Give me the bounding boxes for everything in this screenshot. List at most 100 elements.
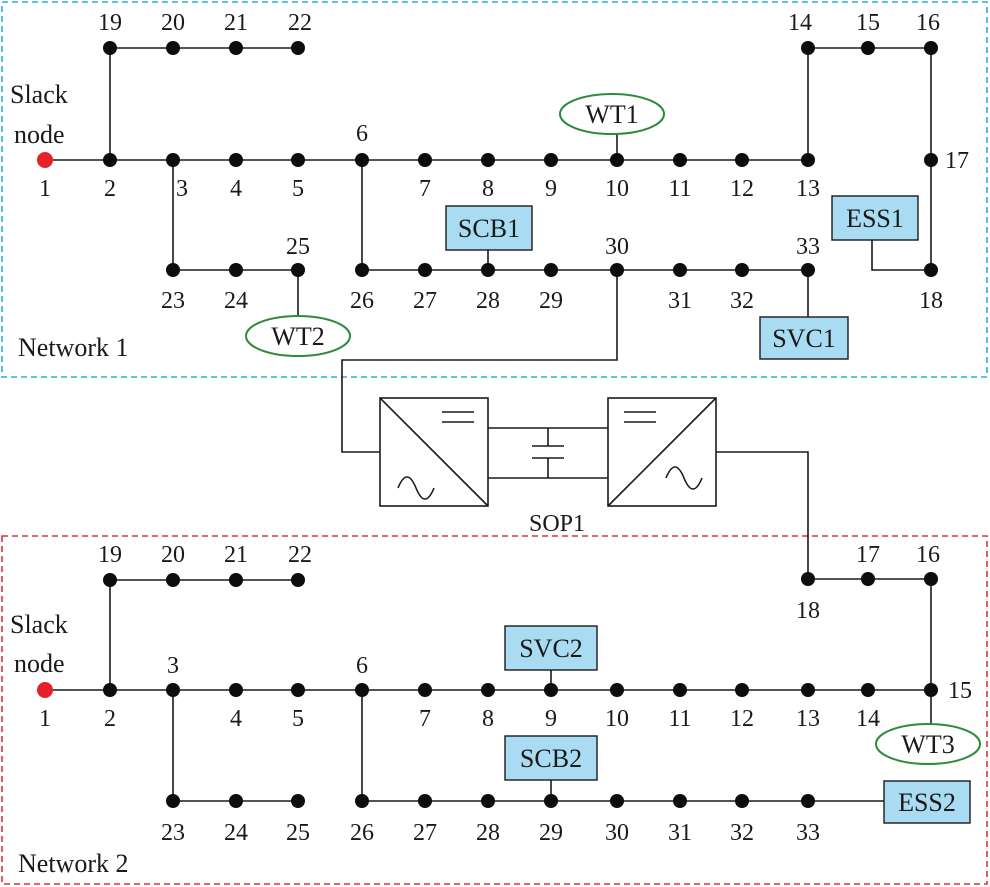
network2-node-label-8: 8 [482,706,494,732]
network2-node-label-15: 15 [948,678,972,704]
network2-node-label-24: 24 [224,820,248,846]
network2-node-18 [801,572,815,586]
network1-node-33 [801,263,815,277]
network1-node-label-22: 22 [288,10,312,36]
network1-node-28 [481,263,495,277]
network1-node-label-5: 5 [292,176,304,202]
network1-node-label-19: 19 [98,10,122,36]
network1-node-label-6: 6 [356,121,368,147]
network1-node-18 [924,263,938,277]
network1-node-label-28: 28 [476,288,500,314]
network1-node-label-16: 16 [916,10,940,36]
network2-node-label-25: 25 [286,820,310,846]
network2-node-label-22: 22 [288,542,312,568]
network2-node-32 [735,794,749,808]
svc1-label: SVC1 [772,324,836,353]
network1-node-4 [229,153,243,167]
network1-node-label-11: 11 [668,176,691,202]
network2-node-13 [801,683,815,697]
network2-node-25 [291,794,305,808]
wt3-ellipse [875,723,981,765]
network2-node-20 [166,573,180,587]
scb2-box [504,735,598,781]
network1-node-label-31: 31 [668,288,692,314]
network1-node-13 [801,153,815,167]
network2-node-5 [291,683,305,697]
network1-node-label-14: 14 [788,10,812,36]
network2-node-label-19: 19 [98,542,122,568]
network2-node-11 [673,683,687,697]
network2-node-label-20: 20 [161,542,185,568]
network2-node-label-33: 33 [796,820,820,846]
network1-node-14 [801,41,815,55]
network2-node-6 [355,683,369,697]
network1-node-label-25: 25 [286,234,310,260]
network2-node-label-16: 16 [916,542,940,568]
network1-node-9 [544,153,558,167]
sop1-converter: SOP1 [379,397,717,537]
network2-node-24 [229,794,243,808]
network1-node-label-7: 7 [419,176,431,202]
network2-label: Network 2 [18,849,128,878]
network1-node-21 [229,41,243,55]
network2-node-16 [924,572,938,586]
network1-node-label-32: 32 [730,288,754,314]
network1-node-label-13: 13 [796,176,820,202]
network2-slack-label-line1: Slack [10,610,68,639]
ess2-label: ESS2 [898,788,956,817]
network1-node-label-18: 18 [919,288,943,314]
network2-node-33 [801,794,815,808]
network1-node-15 [861,41,875,55]
network2-node-label-2: 2 [104,706,116,732]
ess1-label: ESS1 [846,204,904,233]
network2-node-label-1: 1 [39,706,51,732]
network1-node-2 [103,153,117,167]
svc1-box [759,316,849,360]
network2-node-label-7: 7 [419,706,431,732]
network1-slack-label-line1: Slack [10,80,68,109]
network2-node-label-10: 10 [605,706,629,732]
network2-node-8 [481,683,495,697]
network2-node-27 [418,794,432,808]
network2-node-label-26: 26 [350,820,374,846]
network1-node-8 [481,153,495,167]
network1-node-3 [166,153,180,167]
network2-node-label-5: 5 [292,706,304,732]
devices: WT1 WT2 SCB1 SVC1 ESS1 SVC2 SCB2 WT3 ESS… [245,93,981,824]
network2-node-22 [291,573,305,587]
network1-node-label-12: 12 [730,176,754,202]
network1-node-5 [291,153,305,167]
network1-node-label-29: 29 [539,288,563,314]
network2-node-30 [610,794,624,808]
network1-node-label-21: 21 [224,10,248,36]
network2-node-label-32: 32 [730,820,754,846]
wt1-label: WT1 [585,100,638,129]
network2-node-10 [610,683,624,697]
network2-node-19 [103,573,117,587]
network2-node-14 [861,683,875,697]
network1-node-label-4: 4 [230,176,242,202]
network1-node-label-33: 33 [796,234,820,260]
network2-node-12 [735,683,749,697]
network2-node-31 [673,794,687,808]
network2-node-2 [103,683,117,697]
network1-node-11 [673,153,687,167]
ess1-box [831,195,919,241]
network1-node-32 [735,263,749,277]
network2-node-1 [37,682,53,698]
network2-node-9 [544,683,558,697]
network2-node-label-18: 18 [796,598,820,624]
network1-node-label-17: 17 [945,148,969,174]
network2-node-3 [166,683,180,697]
network2-node-label-21: 21 [224,542,248,568]
network1-node-label-23: 23 [161,288,185,314]
network2-node-label-9: 9 [545,706,557,732]
network1-node-10 [610,153,624,167]
wt3-label: WT3 [901,730,954,759]
network2-node-label-29: 29 [539,820,563,846]
ess2-box [883,780,971,824]
network2-node-23 [166,794,180,808]
network2-node-label-13: 13 [796,706,820,732]
network2-node-label-23: 23 [161,820,185,846]
